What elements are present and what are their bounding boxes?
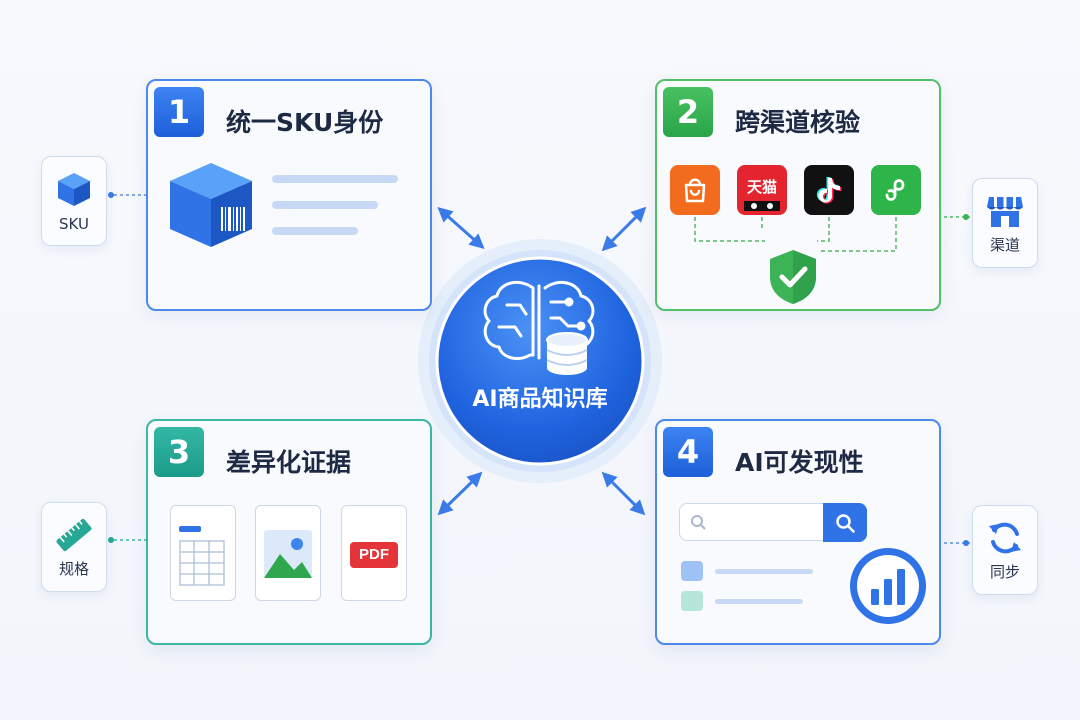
arrow-hub-to-card-1 [437, 207, 485, 249]
card-title: AI可发现性 [735, 448, 864, 477]
pdf-label: PDF [350, 542, 398, 568]
result-marker [681, 591, 703, 611]
product-box-icon [170, 163, 252, 247]
side-node-spec: 规格 [41, 502, 107, 592]
tiktok-icon [804, 165, 854, 215]
card-ai-discoverability: 4 AI可发现性 [655, 419, 941, 645]
mini-program-icon [871, 165, 921, 215]
box-icon [58, 173, 90, 206]
search-icon [691, 515, 706, 530]
image-document-icon [255, 505, 321, 601]
card-title: 差异化证据 [226, 448, 352, 477]
verification-links [694, 217, 897, 252]
shield-check-icon [770, 250, 816, 304]
spreadsheet-document-icon [170, 505, 236, 601]
result-line [715, 599, 803, 604]
side-node-label: 渠道 [989, 236, 1020, 254]
card-differentiation-evidence: 3 差异化证据 PDF [146, 419, 432, 645]
tmall-icon: 天猫 [737, 165, 787, 215]
side-node-label: 同步 [989, 563, 1020, 581]
side-node-channel: 渠道 [972, 178, 1038, 268]
card-number-badge: 1 [154, 87, 204, 137]
result-marker [681, 561, 703, 581]
hub-title: AI商品知识库 [472, 387, 608, 412]
card-number-badge: 3 [154, 427, 204, 477]
analytics-chart-icon [850, 548, 926, 624]
store-icon [987, 197, 1023, 227]
shopping-bag-icon [670, 165, 720, 215]
side-node-sku: SKU [41, 156, 107, 246]
result-line [715, 569, 813, 574]
side-node-sync: 同步 [972, 505, 1038, 595]
pdf-document-icon: PDF [341, 505, 407, 601]
card-cross-channel: 2 跨渠道核验 天猫 [655, 79, 941, 311]
ruler-icon [56, 518, 92, 552]
search-button[interactable] [823, 503, 867, 542]
card-title: 统一SKU身份 [226, 108, 384, 137]
side-node-label: SKU [59, 215, 89, 233]
info-line [272, 227, 358, 235]
sync-icon [989, 522, 1021, 554]
card-title: 跨渠道核验 [735, 108, 861, 137]
side-node-label: 规格 [58, 560, 89, 578]
info-line [272, 175, 398, 183]
card-unified-sku: 1 统一SKU身份 [146, 79, 432, 311]
card-number-badge: 2 [663, 87, 713, 137]
arrow-hub-to-card-3 [437, 471, 483, 516]
brain-icon [483, 280, 595, 360]
arrow-hub-to-card-4 [601, 471, 646, 516]
card-number-badge: 4 [663, 427, 713, 477]
tmall-label: 天猫 [746, 178, 777, 196]
database-icon [546, 332, 588, 375]
arrow-hub-to-card-2 [601, 206, 647, 252]
search-icon [836, 514, 855, 533]
info-line [272, 201, 378, 209]
